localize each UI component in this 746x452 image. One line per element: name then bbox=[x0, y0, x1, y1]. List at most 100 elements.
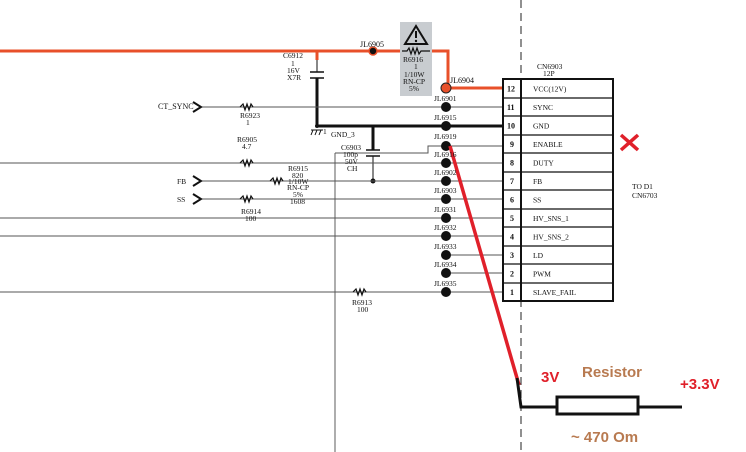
svg-text:100p: 100p bbox=[343, 150, 358, 159]
svg-text:16V: 16V bbox=[287, 66, 301, 75]
pin-number: 9 bbox=[510, 140, 514, 149]
svg-text:1: 1 bbox=[414, 62, 418, 71]
pin-name: HV_SNS_2 bbox=[533, 233, 569, 242]
pin-number: 7 bbox=[510, 177, 514, 186]
jl6901-dot bbox=[441, 102, 451, 112]
r6923-ref: R6923 bbox=[240, 111, 260, 120]
resistor-lead-left bbox=[515, 377, 557, 409]
jumper-label: JL6932 bbox=[434, 223, 457, 232]
svg-text:820: 820 bbox=[292, 171, 304, 180]
r6905-ref: R6905 bbox=[237, 135, 257, 144]
pin-number: 11 bbox=[507, 103, 515, 112]
svg-text:4.7: 4.7 bbox=[242, 142, 252, 151]
r6914-symbol bbox=[239, 194, 254, 204]
ct-sync-label: CT_SYNC bbox=[158, 102, 194, 111]
pin-number: 1 bbox=[510, 288, 514, 297]
pin-number: 10 bbox=[507, 122, 515, 131]
pin-number: 8 bbox=[510, 159, 514, 168]
jl6915-dot bbox=[441, 121, 451, 131]
jl6903-dot bbox=[441, 194, 451, 204]
warning-icon bbox=[403, 24, 429, 45]
gnd-label: GND_3 bbox=[331, 130, 355, 139]
jl6902-dot bbox=[441, 176, 451, 186]
jl6931-dot bbox=[441, 213, 451, 223]
svg-text:5%: 5% bbox=[409, 84, 419, 93]
jumper-label: JL6915 bbox=[434, 113, 457, 122]
svg-text:1/10W: 1/10W bbox=[288, 177, 309, 186]
ct-sync-arrow-icon bbox=[192, 101, 203, 113]
added-wire bbox=[448, 145, 521, 386]
jl6935-dot bbox=[441, 287, 451, 297]
pin-name: SS bbox=[533, 196, 541, 205]
jumper-label: JL6934 bbox=[434, 260, 457, 269]
jl6934-dot bbox=[441, 268, 451, 278]
svg-text:1: 1 bbox=[246, 118, 250, 127]
jl6904-dot bbox=[440, 82, 452, 94]
r6916-ref: R6916 bbox=[403, 55, 423, 64]
enable-wire bbox=[335, 145, 503, 154]
disabled-x-icon bbox=[619, 133, 640, 152]
ss-label: SS bbox=[177, 195, 185, 204]
svg-text:RN-CP: RN-CP bbox=[403, 77, 425, 86]
jl6919-dot bbox=[441, 141, 451, 151]
jumper-label: JL6919 bbox=[434, 132, 457, 141]
pin-name: ENABLE bbox=[533, 140, 563, 149]
pin-number: 5 bbox=[510, 214, 514, 223]
jl6904-label: JL6904 bbox=[450, 76, 474, 85]
r6913-ref: R6913 bbox=[352, 298, 372, 307]
jumper-label: JL6901 bbox=[434, 94, 457, 103]
added-resistor bbox=[555, 395, 640, 416]
voltage-node-label: 3V bbox=[541, 369, 559, 386]
jl6905-dot bbox=[368, 46, 378, 56]
jl6916-dot bbox=[441, 158, 451, 168]
pin-number: 12 bbox=[507, 85, 515, 94]
jumper-label: JL6916 bbox=[434, 150, 457, 159]
pin-name: LD bbox=[533, 251, 544, 260]
connector-type: 12P bbox=[543, 69, 555, 78]
jumper-label: JL6903 bbox=[434, 186, 457, 195]
jl6905-label: JL6905 bbox=[360, 40, 384, 49]
pin-name: DUTY bbox=[533, 159, 554, 168]
svg-text:50V: 50V bbox=[345, 157, 359, 166]
svg-text:5%: 5% bbox=[293, 190, 303, 199]
jumper-label: JL6902 bbox=[434, 168, 457, 177]
r6914-ref: R6914 bbox=[241, 207, 261, 216]
svg-text:100: 100 bbox=[245, 214, 257, 223]
fb-label: FB bbox=[177, 177, 186, 186]
r6923-symbol bbox=[239, 102, 254, 112]
svg-text:RN-CP: RN-CP bbox=[287, 183, 309, 192]
jumper-label: JL6935 bbox=[434, 279, 457, 288]
jumper-label: JL6933 bbox=[434, 242, 457, 251]
jl6932-dot bbox=[441, 231, 451, 241]
svg-text:1608: 1608 bbox=[290, 197, 305, 206]
vcc-trace bbox=[0, 49, 503, 90]
c6912-ref: C6912 bbox=[283, 51, 303, 60]
pin-number: 2 bbox=[510, 270, 514, 279]
c6903-ref: C6903 bbox=[341, 143, 361, 152]
pin-name: PWM bbox=[533, 270, 551, 279]
connector-dest-1: TO D1 bbox=[632, 182, 653, 191]
resistor-label: Resistor bbox=[582, 364, 642, 381]
ground-icon bbox=[310, 129, 323, 136]
pin-name: GND bbox=[533, 122, 550, 131]
r6915-symbol bbox=[269, 176, 284, 186]
supply-label: +3.3V bbox=[680, 376, 720, 393]
pin-name: HV_SNS_1 bbox=[533, 214, 569, 223]
pin-number: 6 bbox=[510, 196, 514, 205]
gnd-pin: 1 bbox=[323, 127, 327, 136]
r6913-symbol bbox=[352, 287, 367, 297]
svg-text:100: 100 bbox=[357, 305, 369, 314]
svg-text:X7R: X7R bbox=[287, 73, 301, 82]
connector-ref: CN6903 bbox=[537, 62, 563, 71]
svg-text:CH: CH bbox=[347, 164, 358, 173]
ss-arrow-icon bbox=[192, 193, 203, 205]
pin-name: SYNC bbox=[533, 103, 553, 112]
jumper-label: JL6931 bbox=[434, 205, 457, 214]
r6916-symbol bbox=[402, 46, 430, 56]
r6905-symbol bbox=[239, 158, 254, 168]
pin-number: 4 bbox=[510, 233, 514, 242]
r6915-ref: R6915 bbox=[288, 164, 308, 173]
svg-text:1: 1 bbox=[291, 59, 295, 68]
pin-name: SLAVE_FAIL bbox=[533, 288, 576, 297]
